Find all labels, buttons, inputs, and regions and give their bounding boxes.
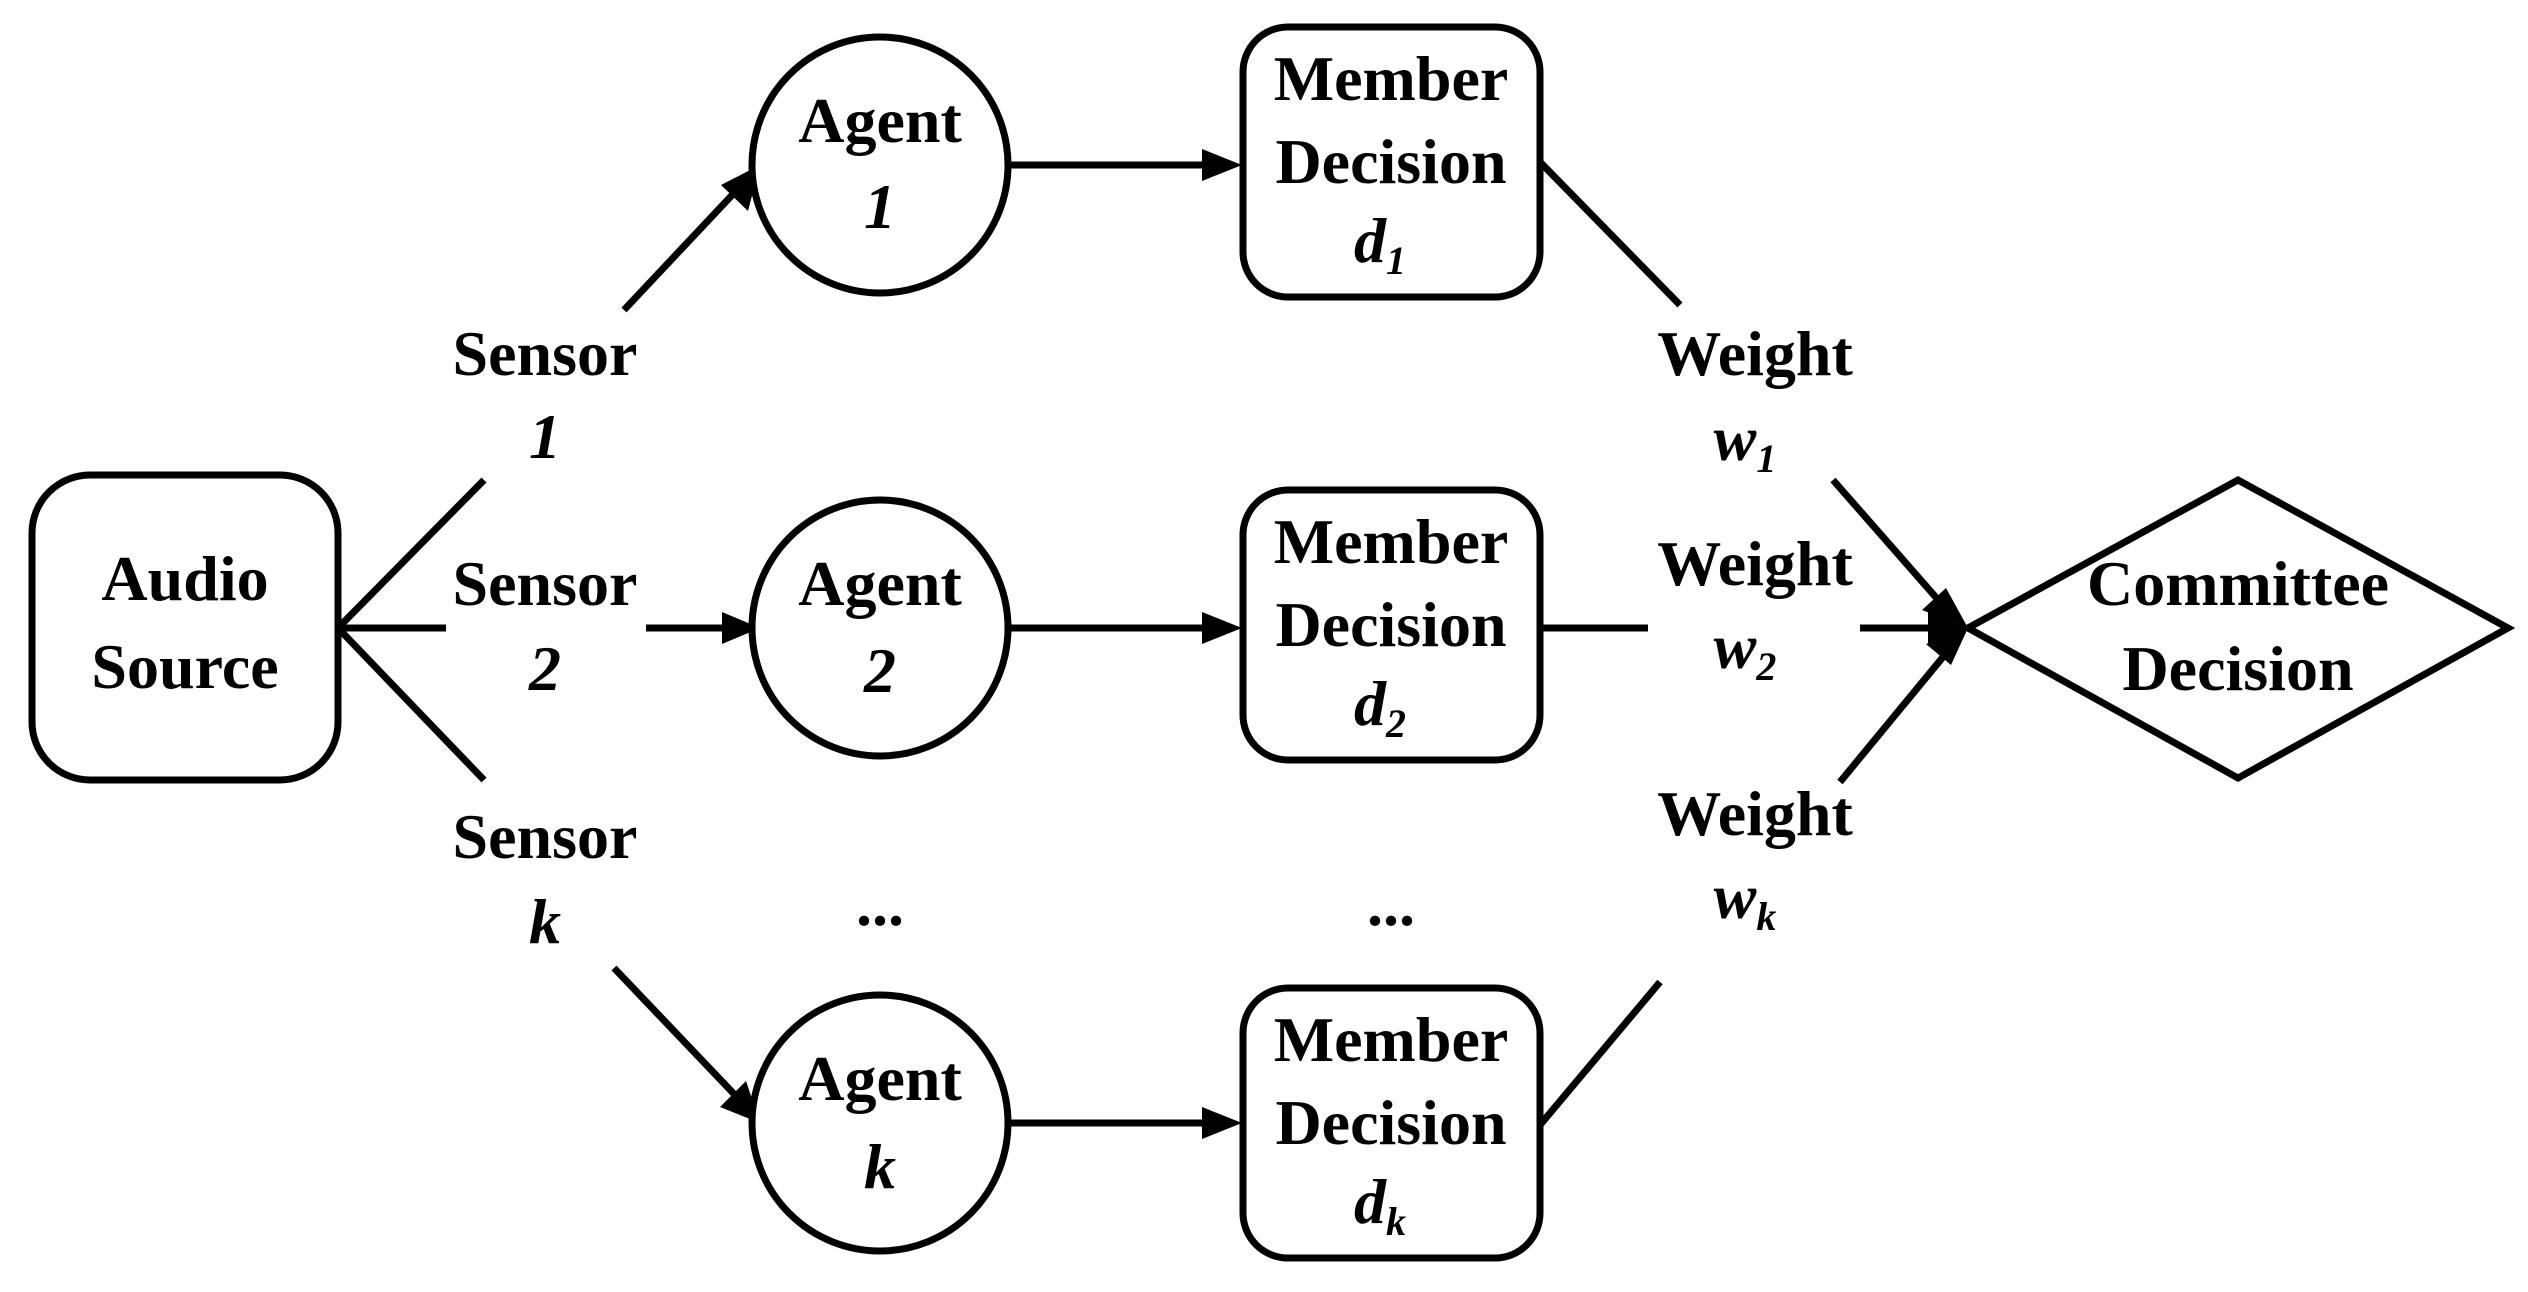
edge-member-k-weight-k xyxy=(1537,979,1663,1128)
agent-1-index: 1 xyxy=(864,171,896,242)
member-decision-1-box xyxy=(1239,23,1544,301)
agent-k-label: Agent xyxy=(798,1043,962,1114)
edge-source-sensor-k xyxy=(335,625,487,783)
agents-ellipsis: ... xyxy=(856,868,904,939)
sensor-2-index: 2 xyxy=(528,633,561,704)
arrowhead-weight-k xyxy=(1926,628,1968,665)
members-ellipsis: ... xyxy=(1367,868,1415,939)
member-decision-k-box xyxy=(1239,984,1544,1262)
agent-k-index: k xyxy=(864,1131,896,1202)
edge-weight-1-committee xyxy=(1830,477,1943,605)
edge-member-1-weight-1 xyxy=(1537,159,1683,308)
sensor-1-index: 1 xyxy=(529,401,561,472)
member-decision-k-line1: Member xyxy=(1274,1004,1509,1075)
weight-k-label: Weight xyxy=(1657,778,1853,849)
member-decision-1-line2: Decision xyxy=(1275,126,1506,197)
edge-weight-k-committee xyxy=(1837,654,1946,785)
audio-source-line2: Source xyxy=(91,631,278,702)
member-decision-2-var: d2 xyxy=(1354,668,1406,746)
audio-source-box xyxy=(28,471,342,784)
arrowhead-weight-1 xyxy=(1922,588,1968,628)
audio-source-line1: Audio xyxy=(101,543,268,614)
agent-2-node xyxy=(748,496,1012,760)
agent-k-node xyxy=(748,991,1012,1255)
arrowhead-agent-2 xyxy=(722,612,760,644)
member-decision-1-var: d1 xyxy=(1354,205,1406,283)
weight-2-var: w2 xyxy=(1714,611,1777,689)
agent-2-index: 2 xyxy=(863,635,896,706)
arrowhead-member-k xyxy=(1202,1107,1242,1139)
weight-1-label: Weight xyxy=(1657,318,1853,389)
member-decision-k-line2: Decision xyxy=(1275,1087,1506,1158)
committee-decision-diamond xyxy=(1960,476,2516,783)
arrowhead-member-1 xyxy=(1202,149,1242,181)
member-decision-2-line1: Member xyxy=(1274,506,1509,577)
agent-2-label: Agent xyxy=(798,548,962,619)
weight-k-var: wk xyxy=(1714,861,1777,939)
agent-1-label: Agent xyxy=(798,85,962,156)
sensor-k-index: k xyxy=(529,886,561,957)
edge-sensor-k-agent-k xyxy=(611,965,738,1098)
member-decision-2-line2: Decision xyxy=(1275,589,1506,660)
committee-decision-line2: Decision xyxy=(2122,633,2353,704)
sensor-k-label: Sensor xyxy=(453,801,638,872)
arrowhead-member-2 xyxy=(1202,612,1242,644)
edge-sensor-1-agent-1 xyxy=(621,189,738,313)
weight-1-var: w1 xyxy=(1714,403,1777,481)
sensor-1-label: Sensor xyxy=(453,318,638,389)
member-decision-1-line1: Member xyxy=(1274,43,1509,114)
sensor-2-label: Sensor xyxy=(453,548,638,619)
committee-decision-line1: Committee xyxy=(2087,548,2389,619)
member-decision-k-var: dk xyxy=(1354,1166,1406,1244)
arrowhead-weight-2 xyxy=(1928,612,1968,644)
edge-source-sensor-1 xyxy=(335,477,487,631)
member-decision-2-box xyxy=(1239,486,1544,764)
agent-1-node xyxy=(748,33,1012,297)
weight-2-label: Weight xyxy=(1657,528,1853,599)
